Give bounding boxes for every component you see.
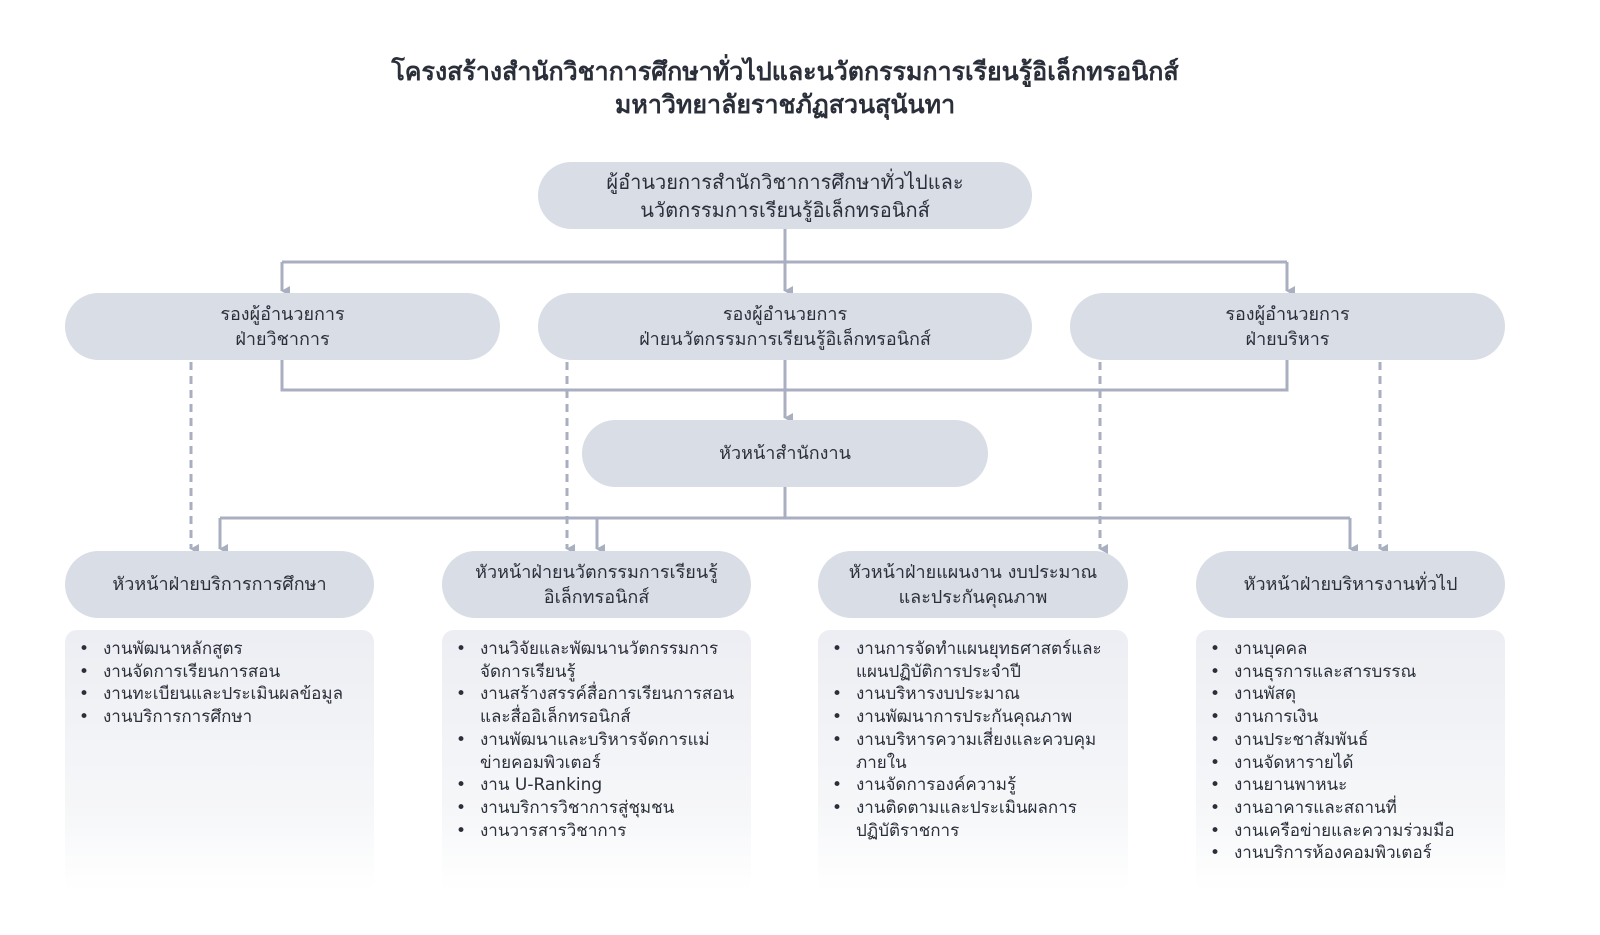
division-box-1: หัวหน้าฝ่ายบริการการศึกษา <box>65 551 374 618</box>
deputy-line2: ฝ่ายวิชาการ <box>235 328 330 350</box>
task-item: งานวารสารวิชาการ <box>456 820 737 843</box>
task-item: งานบริหารงบประมาณ <box>832 683 1114 706</box>
task-item: งานวิจัยและพัฒนานวัตกรรมการจัดการเรียนรู… <box>456 638 737 683</box>
division-line1: หัวหน้าฝ่ายแผนงาน งบประมาณ <box>848 561 1098 583</box>
office-head-label: หัวหน้าสำนักงาน <box>719 443 851 464</box>
task-item: งานพัสดุ <box>1210 683 1491 706</box>
task-item: งานบริการห้องคอมพิวเตอร์ <box>1210 842 1491 865</box>
task-item: งานการเงิน <box>1210 706 1491 729</box>
task-item: งานบริหารความเสี่ยงและควบคุมภายใน <box>832 729 1114 774</box>
connector-office <box>220 487 1350 520</box>
task-item: งานประชาสัมพันธ์ <box>1210 729 1491 752</box>
director-line2: นวัตกรรมการเรียนรู้อิเล็กทรอนิกส์ <box>640 197 930 222</box>
division-box-2: หัวหน้าฝ่ายนวัตกรรมการเรียนรู้ อิเล็กทรอ… <box>442 551 751 618</box>
division-box-3: หัวหน้าฝ่ายแผนงาน งบประมาณ และประกันคุณภ… <box>818 551 1128 618</box>
deputy-innovation-box: รองผู้อำนวยการ ฝ่ายนวัตกรรมการเรียนรู้อิ… <box>538 293 1032 360</box>
task-item: งานพัฒนาหลักสูตร <box>79 638 360 661</box>
chart-title-line1: โครงสร้างสำนักวิชาการศึกษาทั่วไปและนวัตก… <box>391 57 1179 86</box>
division-task-list-3: งานการจัดทำแผนยุทธศาสตร์และแผนปฏิบัติการ… <box>818 630 1128 892</box>
task-item: งานบริการการศึกษา <box>79 706 360 729</box>
division-line2: อิเล็กทรอนิกส์ <box>543 586 650 608</box>
task-item: งานจัดการเรียนการสอน <box>79 661 360 684</box>
task-item: งานธุรการและสารบรรณ <box>1210 661 1491 684</box>
deputy-line1: รองผู้อำนวยการ <box>722 303 848 325</box>
task-item: งานสร้างสรรค์สื่อการเรียนการสอนและสื่ออิ… <box>456 683 737 728</box>
division-task-list-2: งานวิจัยและพัฒนานวัตกรรมการจัดการเรียนรู… <box>442 630 751 892</box>
task-item: งานจัดหารายได้ <box>1210 752 1491 775</box>
deputy-admin-box: รองผู้อำนวยการ ฝ่ายบริหาร <box>1070 293 1505 360</box>
task-item: งาน U-Ranking <box>456 774 737 797</box>
deputy-line2: ฝ่ายบริหาร <box>1245 328 1330 350</box>
director-line1: ผู้อำนวยการสำนักวิชาการศึกษาทั่วไปและ <box>606 169 964 194</box>
deputy-academic-box: รองผู้อำนวยการ ฝ่ายวิชาการ <box>65 293 500 360</box>
task-item: งานการจัดทำแผนยุทธศาสตร์และแผนปฏิบัติการ… <box>832 638 1114 683</box>
task-item: งานบุคคล <box>1210 638 1491 661</box>
division-line1: หัวหน้าฝ่ายบริหารงานทั่วไป <box>1243 574 1458 595</box>
task-item: งานพัฒนาการประกันคุณภาพ <box>832 706 1114 729</box>
deputy-line1: รองผู้อำนวยการ <box>220 303 345 325</box>
connector-director <box>282 229 1287 264</box>
division-task-list-4: งานบุคคลงานธุรการและสารบรรณงานพัสดุงานกา… <box>1196 630 1505 892</box>
office-head-box: หัวหน้าสำนักงาน <box>582 420 988 487</box>
task-item: งานพัฒนาและบริหารจัดการแม่ข่ายคอมพิวเตอร… <box>456 729 737 774</box>
director-box: ผู้อำนวยการสำนักวิชาการศึกษาทั่วไปและ นว… <box>538 162 1032 229</box>
division-box-4: หัวหน้าฝ่ายบริหารงานทั่วไป <box>1196 551 1505 618</box>
task-item: งานติดตามและประเมินผลการปฏิบัติราชการ <box>832 797 1114 842</box>
task-item: งานยานพาหนะ <box>1210 774 1491 797</box>
division-line1: หัวหน้าฝ่ายนวัตกรรมการเรียนรู้ <box>475 561 718 583</box>
task-item: งานจัดการองค์ความรู้ <box>832 774 1114 797</box>
chart-title-line2: มหาวิทยาลัยราชภัฏสวนสุนันทา <box>614 90 956 119</box>
division-line2: และประกันคุณภาพ <box>898 586 1048 608</box>
task-item: งานเครือข่ายและความร่วมมือ <box>1210 820 1491 843</box>
division-task-list-1: งานพัฒนาหลักสูตรงานจัดการเรียนการสอนงานท… <box>65 630 374 892</box>
task-item: งานอาคารและสถานที่ <box>1210 797 1491 820</box>
deputy-line1: รองผู้อำนวยการ <box>1225 303 1350 325</box>
deputy-line2: ฝ่ายนวัตกรรมการเรียนรู้อิเล็กทรอนิกส์ <box>639 328 931 350</box>
task-item: งานทะเบียนและประเมินผลข้อมูล <box>79 683 360 706</box>
task-item: งานบริการวิชาการสู่ชุมชน <box>456 797 737 820</box>
division-line1: หัวหน้าฝ่ายบริการการศึกษา <box>112 574 327 595</box>
